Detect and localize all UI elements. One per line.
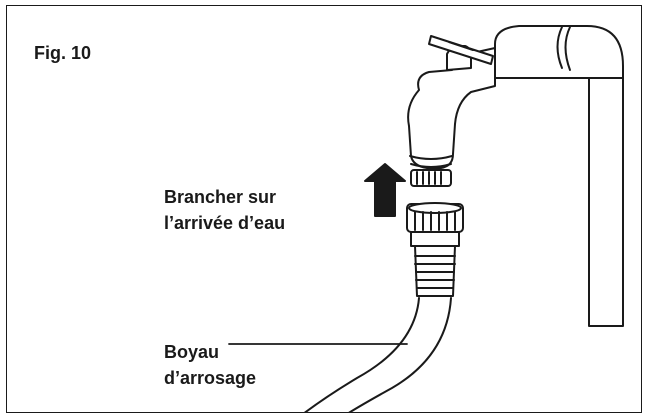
figure-frame: Fig. 10 Brancher sur l’arrivée d’eau Boy…	[6, 5, 642, 413]
hose-label-line2: d’arrosage	[164, 368, 257, 388]
hose-label-line1: Boyau	[164, 342, 220, 362]
up-arrow-icon	[364, 163, 406, 217]
connect-label-line2: l’arrivée d’eau	[164, 213, 286, 233]
connect-label-line1: Brancher sur	[164, 187, 277, 207]
connect-label: Brancher sur l’arrivée d’eau	[164, 184, 285, 236]
garden-hose-icon	[304, 297, 452, 412]
figure-label: Fig. 10	[34, 43, 92, 63]
illustration	[228, 25, 624, 412]
hose-connector-icon	[406, 202, 464, 297]
water-tap-icon	[407, 35, 496, 187]
hose-label: Boyau d’arrosage	[164, 339, 256, 391]
supply-pipe	[494, 25, 624, 327]
